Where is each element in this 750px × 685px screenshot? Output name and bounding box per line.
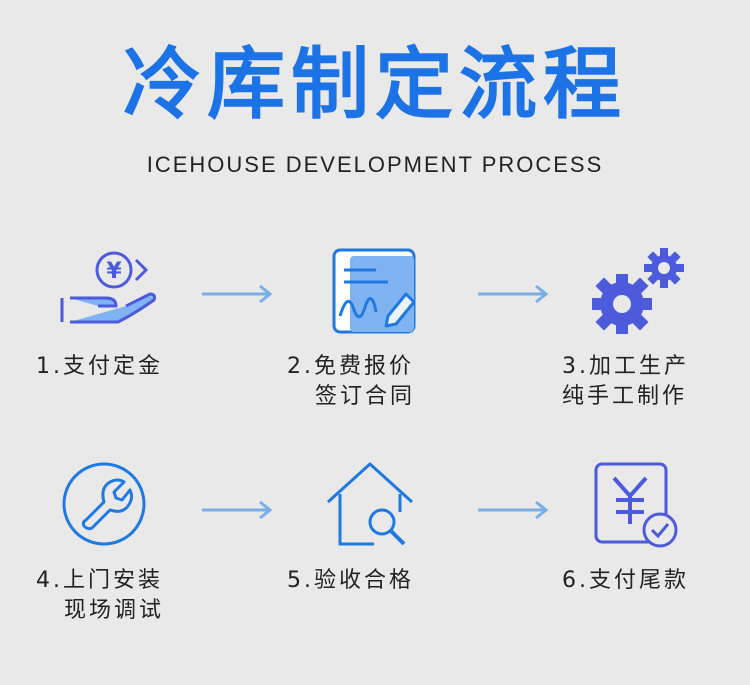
contract-sign-icon [330, 246, 422, 338]
step-2-line1: 2.免费报价 [287, 354, 414, 379]
step-4-line1: 4.上门安装 [36, 568, 163, 593]
step-2-line2: 签订合同 [315, 384, 416, 409]
yen-hand-icon: ¥ [58, 248, 162, 332]
gears-icon [588, 246, 688, 336]
house-search-icon [322, 458, 418, 550]
step-4-line2: 现场调试 [64, 598, 165, 623]
step-1-label: 1.支付定金 [36, 352, 163, 382]
arrow-right-icon [478, 500, 550, 524]
svg-text:¥: ¥ [106, 259, 122, 284]
step-5-line1: 5.验收合格 [287, 568, 414, 593]
page-title: 冷库制定流程 [122, 40, 627, 130]
step-1-line1: 1.支付定金 [36, 354, 163, 379]
step-3-line2: 纯手工制作 [562, 384, 688, 409]
arrow-right-icon [478, 284, 550, 308]
arrow-right-icon [202, 500, 274, 524]
step-3-line1: 3.加工生产 [562, 354, 689, 379]
page-subtitle: ICEHOUSE DEVELOPMENT PROCESS [146, 152, 604, 177]
step-4-label: 4.上门安装 现场调试 [36, 566, 164, 626]
step-6-line1: 6.支付尾款 [562, 568, 689, 593]
arrow-right-icon [202, 284, 274, 308]
step-2-label: 2.免费报价 签订合同 [287, 352, 415, 412]
wrench-icon [58, 458, 150, 550]
step-6-label: 6.支付尾款 [562, 566, 689, 596]
yen-check-icon [592, 460, 684, 552]
step-3-label: 3.加工生产 纯手工制作 [562, 352, 689, 412]
step-5-label: 5.验收合格 [287, 566, 414, 596]
